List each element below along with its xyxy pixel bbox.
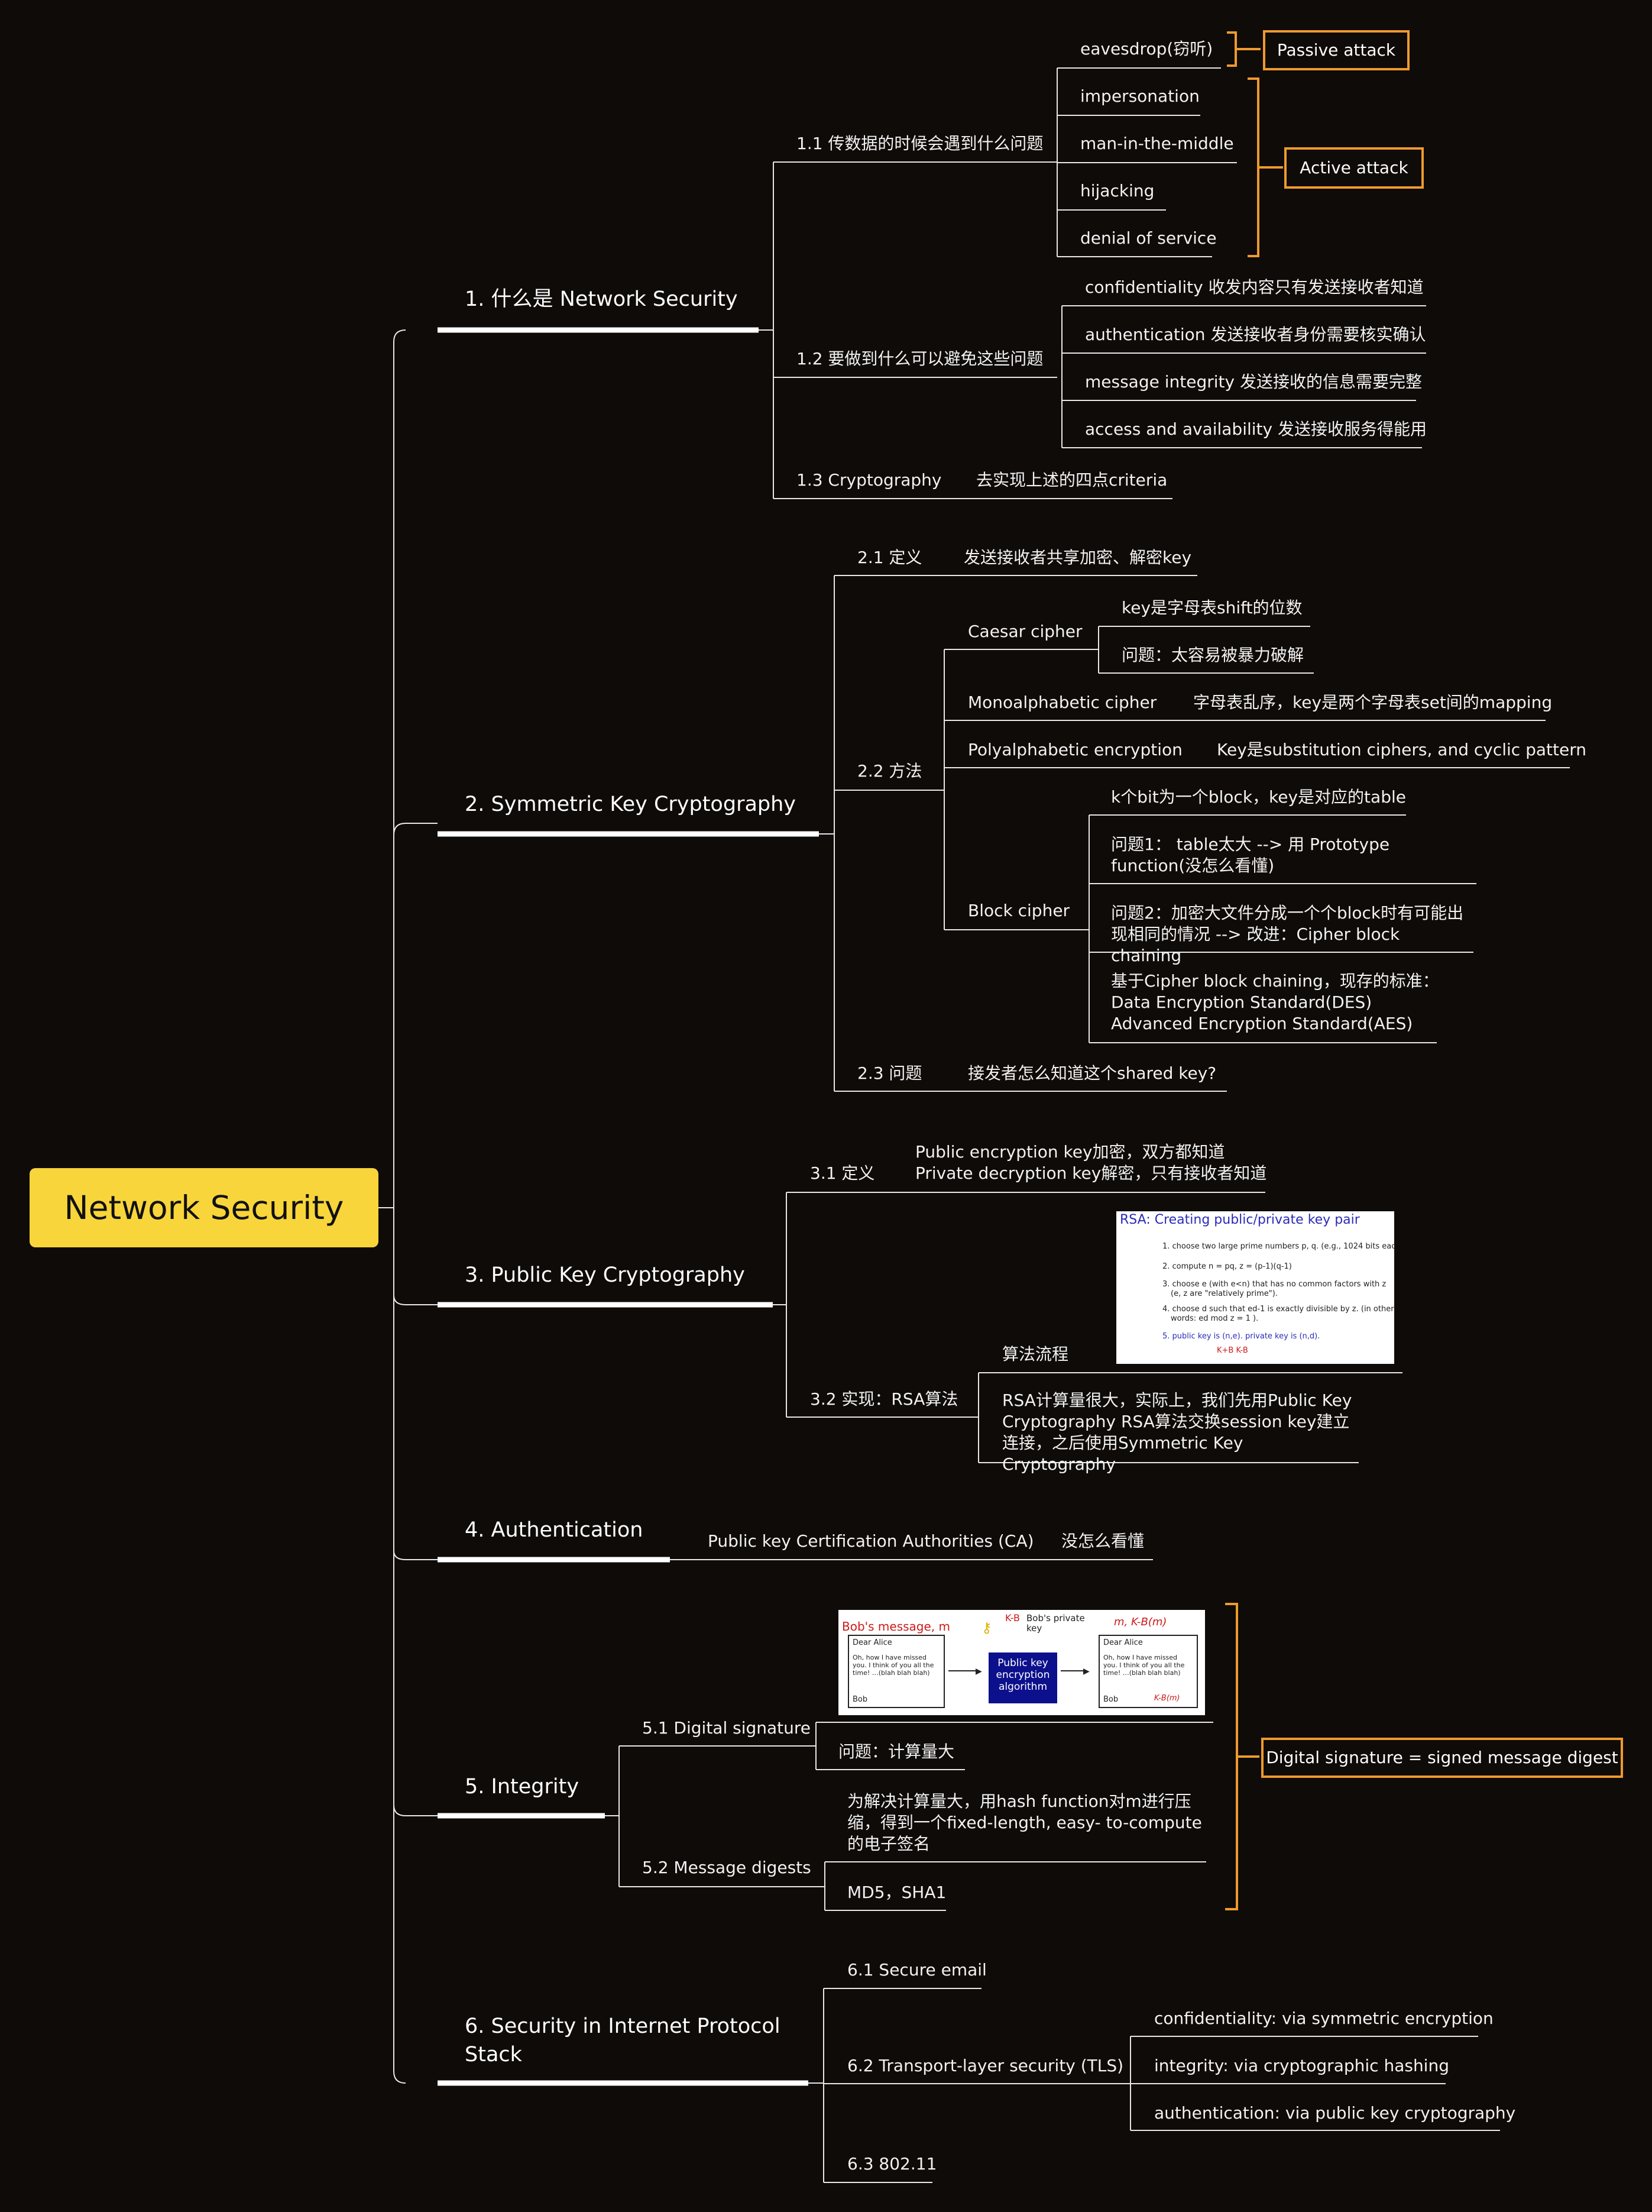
topic-1-3-note[interactable]: 去实现上述的四点criteria: [976, 470, 1168, 490]
original-dear: Dear Alice: [853, 1638, 892, 1647]
signed-message-note: Dear Alice Oh, how I have missed you. I …: [1099, 1635, 1198, 1708]
topic-6-3[interactable]: 6.3 802.11: [847, 2154, 937, 2174]
section-1-title[interactable]: 1. 什么是 Network Security: [465, 287, 738, 311]
block-note-2[interactable]: 问题1： table太大 --> 用 Prototype function(没怎…: [1111, 835, 1390, 875]
attack-denial-of-service[interactable]: denial of service: [1080, 228, 1217, 248]
digest-note-2[interactable]: MD5，SHA1: [847, 1883, 947, 1902]
rsa-image-title: RSA: Creating public/private key pair: [1120, 1212, 1360, 1227]
key-icon: ⚷: [982, 1619, 992, 1636]
rsa-key-subscripts: K+B K-B: [1217, 1346, 1248, 1355]
certification-authorities[interactable]: Public key Certification Authorities (CA…: [708, 1531, 1034, 1551]
topic-6-1[interactable]: 6.1 Secure email: [847, 1960, 987, 1980]
passive-attack-label[interactable]: Passive attack: [1263, 30, 1410, 70]
topic-1-2[interactable]: 1.2 要做到什么可以避免这些问题: [796, 349, 1044, 368]
rsa-step-5: 5. public key is (n,e). private key is (…: [1162, 1332, 1320, 1341]
block-cipher[interactable]: Block cipher: [968, 901, 1070, 920]
polyalphabetic-note[interactable]: Key是substitution ciphers, and cyclic pat…: [1217, 740, 1586, 759]
arrow-head-1-icon: ▶: [976, 1667, 982, 1676]
private-key-symbol: K-B: [1005, 1612, 1020, 1624]
topic-1-1[interactable]: 1.1 传数据的时候会遇到什么问题: [796, 134, 1044, 153]
tls-integrity[interactable]: integrity: via cryptographic hashing: [1154, 2056, 1449, 2075]
original-message-note: Dear Alice Oh, how I have missed you. I …: [848, 1635, 945, 1708]
original-signoff: Bob: [853, 1695, 868, 1704]
polyalphabetic-encryption[interactable]: Polyalphabetic encryption: [968, 740, 1183, 759]
private-key-label: Bob's private key: [1026, 1613, 1085, 1634]
attack-hijacking[interactable]: hijacking: [1080, 181, 1155, 200]
signed-signature: K-B(m): [1154, 1694, 1180, 1703]
caesar-note-problem[interactable]: 问题：太容易被暴力破解: [1122, 645, 1304, 665]
rsa-step-3b: (e, z are "relatively prime").: [1171, 1289, 1278, 1298]
block-note-1[interactable]: k个bit为一个block，key是对应的table: [1111, 787, 1406, 807]
active-attack-label[interactable]: Active attack: [1284, 147, 1424, 189]
section-2-title[interactable]: 2. Symmetric Key Cryptography: [465, 793, 796, 816]
topic-2-1-note[interactable]: 发送接收者共享加密、解密key: [964, 548, 1192, 567]
signed-message-label: m, K-B(m): [1114, 1616, 1167, 1628]
section-5-title[interactable]: 5. Integrity: [465, 1775, 579, 1799]
monoalphabetic-cipher[interactable]: Monoalphabetic cipher: [968, 693, 1157, 712]
rsa-keypair-image: RSA: Creating public/private key pair 1.…: [1116, 1211, 1394, 1364]
criteria-authentication[interactable]: authentication 发送接收者身份需要核实确认: [1085, 325, 1426, 344]
digital-signature-image: Bob's message, m Dear Alice Oh, how I ha…: [838, 1610, 1205, 1715]
arrow-from-algorithm: [1061, 1670, 1084, 1671]
root-node[interactable]: Network Security: [30, 1168, 378, 1247]
digest-note-1[interactable]: 为解决计算量大，用hash function对m进行压缩，得到一个fixed-l…: [847, 1791, 1202, 1854]
topic-5-1[interactable]: 5.1 Digital signature: [642, 1718, 811, 1738]
certification-authorities-note[interactable]: 没怎么看懂: [1061, 1531, 1145, 1551]
topic-3-1-note[interactable]: Public encryption key加密，双方都知道 Private de…: [915, 1142, 1267, 1183]
original-body: Oh, how I have missed you. I think of yo…: [853, 1654, 934, 1677]
topic-6-2[interactable]: 6.2 Transport-layer security (TLS): [847, 2056, 1124, 2075]
topic-2-3-note[interactable]: 接发者怎么知道这个shared key?: [968, 1063, 1217, 1083]
attack-man-in-the-middle[interactable]: man-in-the-middle: [1080, 134, 1234, 153]
caesar-note-key[interactable]: key是字母表shift的位数: [1122, 598, 1303, 617]
tls-confidentiality[interactable]: confidentiality: via symmetric encryptio…: [1154, 2009, 1494, 2028]
rsa-step-1: 1. choose two large prime numbers p, q. …: [1162, 1242, 1394, 1251]
monoalphabetic-note[interactable]: 字母表乱序，key是两个字母表set间的mapping: [1193, 693, 1553, 712]
block-note-4[interactable]: 基于Cipher block chaining，现存的标准： Data Encr…: [1111, 971, 1439, 1033]
rsa-step-4b: words: ed mod z = 1 ).: [1171, 1314, 1259, 1323]
criteria-access-availability[interactable]: access and availability 发送接收服务得能用: [1085, 419, 1427, 439]
rsa-step-2: 2. compute n = pq, z = (p-1)(q-1): [1162, 1262, 1292, 1271]
topic-2-3[interactable]: 2.3 问题: [857, 1063, 922, 1083]
signed-body: Oh, how I have missed you. I think of yo…: [1103, 1654, 1185, 1677]
arrow-head-2-icon: ▶: [1083, 1667, 1090, 1676]
topic-2-1[interactable]: 2.1 定义: [857, 548, 922, 567]
caesar-cipher[interactable]: Caesar cipher: [968, 622, 1083, 641]
block-note-3[interactable]: 问题2：加密大文件分成一个个block时有可能出现相同的情况 --> 改进：Ci…: [1111, 903, 1464, 965]
attack-eavesdrop[interactable]: eavesdrop(窃听): [1080, 39, 1213, 59]
signed-dear: Dear Alice: [1103, 1638, 1143, 1647]
topic-3-2[interactable]: 3.2 实现：RSA算法: [810, 1389, 958, 1409]
attack-impersonation[interactable]: impersonation: [1080, 86, 1200, 106]
section-6-title[interactable]: 6. Security in Internet Protocol Stack: [465, 2014, 780, 2067]
rsa-step-3: 3. choose e (with e<n) that has no commo…: [1162, 1280, 1387, 1289]
rsa-note[interactable]: RSA计算量很大，实际上，我们先用Public Key Cryptography…: [1002, 1390, 1352, 1474]
arrow-to-algorithm: [948, 1670, 977, 1671]
topic-5-1-note[interactable]: 问题：计算量大: [838, 1742, 955, 1761]
rsa-flow-label[interactable]: 算法流程: [1002, 1344, 1069, 1364]
criteria-confidentiality[interactable]: confidentiality 收发内容只有发送接收者知道: [1085, 277, 1424, 297]
rsa-step-4: 4. choose d such that ed-1 is exactly di…: [1162, 1305, 1394, 1314]
signed-signoff: Bob: [1103, 1695, 1119, 1704]
section-3-title[interactable]: 3. Public Key Cryptography: [465, 1263, 745, 1287]
bobs-message-label: Bob's message, m: [842, 1619, 951, 1634]
topic-5-2[interactable]: 5.2 Message digests: [642, 1858, 811, 1877]
topic-3-1[interactable]: 3.1 定义: [810, 1163, 875, 1183]
topic-2-2[interactable]: 2.2 方法: [857, 761, 922, 781]
topic-1-3[interactable]: 1.3 Cryptography: [796, 470, 942, 490]
section-4-title[interactable]: 4. Authentication: [465, 1518, 643, 1542]
public-key-algorithm-box: Public key encryption algorithm: [989, 1652, 1057, 1703]
tls-authentication[interactable]: authentication: via public key cryptogra…: [1154, 2103, 1516, 2123]
criteria-message-integrity[interactable]: message integrity 发送接收的信息需要完整: [1085, 372, 1422, 392]
signature-summary-label[interactable]: Digital signature = signed message diges…: [1261, 1738, 1623, 1778]
